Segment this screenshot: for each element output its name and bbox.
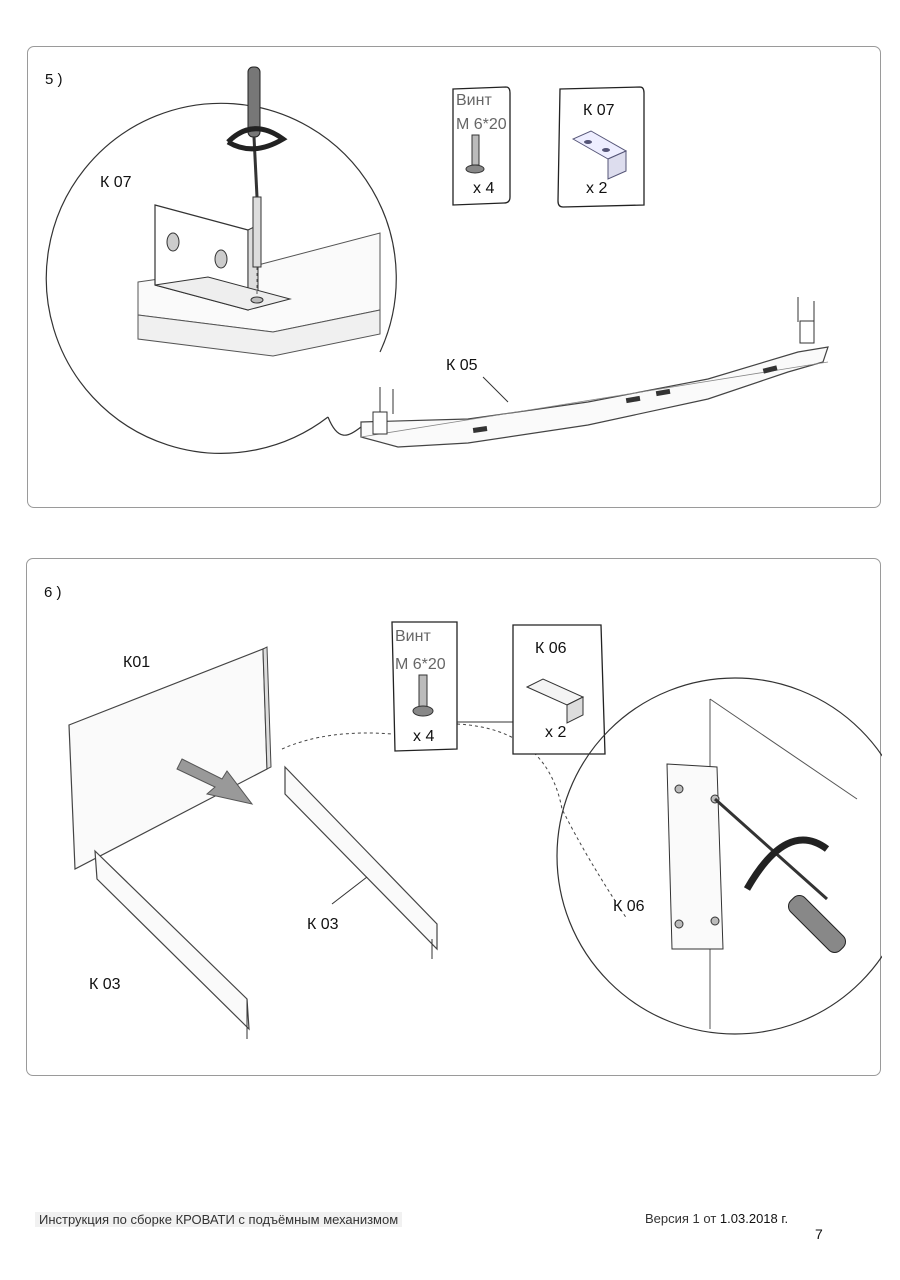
angle-bracket-icon (571, 130, 628, 180)
hardware-box-screw (452, 86, 511, 206)
hardware-name: Винт (395, 628, 431, 645)
headboard-k01 (68, 648, 268, 870)
step-number: 6 ) (44, 584, 62, 601)
step-6-panel: 6 ) К01 К 03 К 03 Винт М 6*20 х 4 К 06 (26, 558, 882, 1076)
bracket-k06-zoom (666, 763, 724, 950)
side-rail-left (94, 849, 250, 1031)
label-k01: К01 (123, 654, 150, 671)
step-5-panel: 5 ) К 07 К 05 (27, 46, 881, 508)
screw-body (252, 196, 262, 268)
page-number: 7 (815, 1226, 823, 1242)
label-k03-right: К 03 (307, 916, 339, 933)
zoom-connector (327, 416, 362, 436)
direction-arrow-icon (176, 758, 254, 805)
document-title: Инструкция по сборке КРОВАТИ с подъёмным… (35, 1212, 403, 1227)
hardware-size: М 6*20 (395, 656, 446, 673)
hardware-qty: х 4 (413, 728, 434, 745)
label-k03-left: К 03 (89, 976, 121, 993)
zoom-circle (45, 102, 397, 454)
hardware-name: К 07 (583, 102, 615, 119)
step-5-illustration: К 07 К 05 Винт М 6*20 х 4 К 07 (45, 66, 829, 454)
hardware-qty: х 2 (586, 180, 607, 197)
bracket-hole (166, 232, 180, 252)
label-k07: К 07 (100, 174, 132, 191)
screwdriver-handle-icon (787, 894, 847, 954)
hardware-name: Винт (456, 92, 492, 109)
label-k06: К 06 (613, 898, 645, 915)
document-version: Версия 1 от 1.03.2018 г. (645, 1211, 788, 1226)
hardware-name: К 06 (535, 640, 567, 657)
step-number: 5 ) (45, 71, 63, 88)
version-prefix: Версия 1 от (645, 1211, 717, 1226)
rail-k05 (360, 346, 829, 448)
screw-icon (412, 674, 434, 717)
rotation-arrow-icon (743, 836, 830, 891)
zoom-circle (556, 677, 882, 1035)
step-6-illustration: К01 К 03 К 03 Винт М 6*20 х 4 К 06 х 2 (68, 621, 882, 1039)
board-edge (137, 309, 381, 357)
hardware-size: М 6*20 (456, 116, 507, 133)
label-k05: К 05 (446, 357, 478, 374)
rotation-arrow-icon (226, 126, 288, 152)
version-date: 1.03.2018 г. (719, 1211, 789, 1226)
side-rail-right (284, 765, 438, 951)
angle-bracket-icon (525, 678, 585, 724)
hardware-qty: х 4 (473, 180, 494, 197)
screw-icon (465, 134, 485, 174)
bracket-hole (214, 249, 228, 269)
hardware-qty: х 2 (545, 724, 566, 741)
